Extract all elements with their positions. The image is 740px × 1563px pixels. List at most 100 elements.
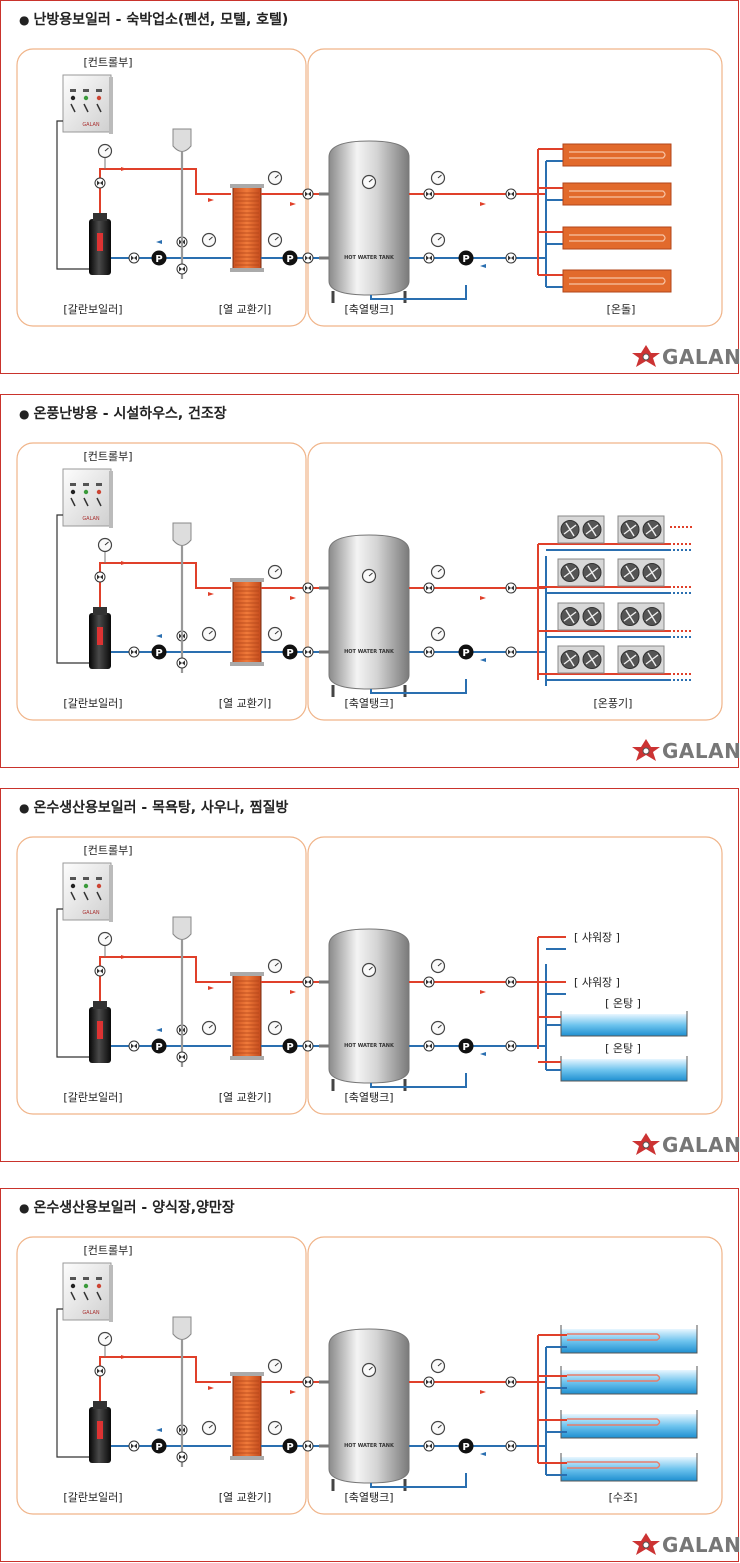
indicator-lamp-icon	[83, 1283, 89, 1289]
floor-coil	[569, 277, 666, 285]
switch-icon	[83, 1291, 89, 1301]
pump-icon	[458, 1038, 474, 1054]
valve-bowtie-icon	[305, 585, 311, 591]
galan-logo: GALAN	[632, 345, 740, 369]
galan-logo: GALAN	[632, 1533, 740, 1557]
fan-blade-icon	[623, 565, 637, 580]
indicator-lamp-icon	[70, 489, 76, 495]
storage-tank	[328, 928, 410, 1084]
flow-arrow-icon	[121, 561, 127, 565]
load-label: [수조]	[609, 1491, 638, 1504]
pump-label: P	[462, 1042, 469, 1053]
control-wire	[56, 514, 93, 664]
fan-blade-icon	[645, 565, 659, 580]
panel-title: ●온수생산용보일러 - 양식장,양만장	[19, 1200, 235, 1216]
boiler-label-strip	[97, 627, 103, 645]
aquaculture-load: [수조]	[537, 1325, 698, 1504]
valve-bowtie-icon	[97, 968, 103, 974]
switch-icon	[70, 891, 76, 901]
fan-blade-icon	[563, 522, 577, 537]
fan-blade-icon	[585, 522, 599, 537]
flow-arrow-icon	[208, 1386, 214, 1390]
fan-blade-icon	[563, 609, 577, 624]
meter-icon	[83, 483, 89, 486]
exchanger-cap	[230, 268, 264, 272]
gauge-needle-icon	[368, 966, 373, 971]
panel-title: ●온수생산용보일러 - 목욕탕, 사우나, 찜질방	[19, 800, 289, 816]
expansion-tank	[172, 522, 192, 546]
valve-bowtie-icon	[131, 1443, 137, 1449]
meter-icon	[70, 877, 76, 880]
pump-icon	[151, 1438, 167, 1454]
galan-logo-text: GALAN	[662, 1533, 740, 1557]
galan-logo: GALAN	[632, 739, 740, 763]
indicator-lamp-icon	[83, 95, 89, 101]
valve-bowtie-icon	[426, 1443, 432, 1449]
gauge-needle-icon	[104, 541, 109, 546]
control-panel-side	[109, 77, 113, 134]
valve-bowtie-icon	[131, 649, 137, 655]
boiler-label: [갈란보일러]	[63, 1490, 122, 1504]
valve-bowtie-icon	[305, 255, 311, 261]
gauge-needle-icon	[437, 962, 442, 967]
fan-blade-icon	[585, 652, 599, 667]
switch-icon	[83, 103, 89, 113]
galan-logo-dot	[642, 1541, 650, 1549]
floor-heating-panel	[562, 182, 672, 206]
pump-label: P	[462, 1442, 469, 1453]
gauge-needle-icon	[274, 962, 279, 967]
shower-label: [ 샤워장 ]	[574, 931, 620, 944]
flow-arrow-icon	[156, 240, 162, 244]
panel-title-text: 온수생산용보일러 - 목욕탕, 사우나, 찜질방	[33, 800, 289, 816]
indicator-lamp-icon	[83, 489, 89, 495]
indicator-lamp-icon	[96, 1283, 102, 1289]
pump-label: P	[155, 648, 162, 659]
indicator-lamp-icon	[96, 95, 102, 101]
indicator-lamp-icon	[83, 883, 89, 889]
meter-icon	[96, 483, 102, 486]
indicator-lamp-icon	[70, 1283, 76, 1289]
boiler-label-strip	[97, 1021, 103, 1039]
galan-logo-dot	[642, 353, 650, 361]
fish-tank-wall	[560, 1325, 698, 1354]
storage-tank	[328, 1328, 410, 1484]
valve-bowtie-icon	[305, 191, 311, 197]
valve-bowtie-icon	[305, 1443, 311, 1449]
control-panel-label: [컨트롤부]	[83, 1244, 132, 1257]
meter-icon	[83, 1277, 89, 1280]
expansion-tank	[172, 1316, 192, 1340]
floor-heating-load: [온돌]	[537, 143, 672, 316]
flow-arrow-icon	[121, 1355, 127, 1359]
control-panel	[62, 1262, 112, 1321]
pump-label: P	[155, 254, 162, 265]
valve-bowtie-icon	[508, 979, 514, 985]
boiler-top	[93, 213, 107, 221]
control-panel-label: [컨트롤부]	[83, 844, 132, 857]
valve-bowtie-icon	[179, 660, 185, 666]
valve-bowtie-icon	[179, 1054, 185, 1060]
pump-label: P	[286, 648, 293, 659]
fan-blade-icon	[645, 609, 659, 624]
heating-coil	[567, 1461, 661, 1469]
indicator-lamp-icon	[70, 95, 76, 101]
storage-tank-label: [축열탱크]	[344, 1091, 393, 1104]
bath-load: [ 샤워장 ][ 샤워장 ][ 온탕 ][ 온탕 ]	[537, 931, 688, 1082]
flow-arrow-icon	[208, 592, 214, 596]
valve-bowtie-icon	[426, 649, 432, 655]
meter-icon	[96, 877, 102, 880]
gauge-needle-icon	[104, 1335, 109, 1340]
boiler-top	[93, 607, 107, 615]
gauge-needle-icon	[274, 236, 279, 241]
switch-icon	[96, 891, 102, 901]
valve-bowtie-icon	[97, 1368, 103, 1374]
flow-arrow-icon	[121, 167, 127, 171]
gauge-needle-icon	[274, 630, 279, 635]
gauge-needle-icon	[368, 572, 373, 577]
valve-bowtie-icon	[179, 1454, 185, 1460]
exchanger-cap	[230, 972, 264, 976]
